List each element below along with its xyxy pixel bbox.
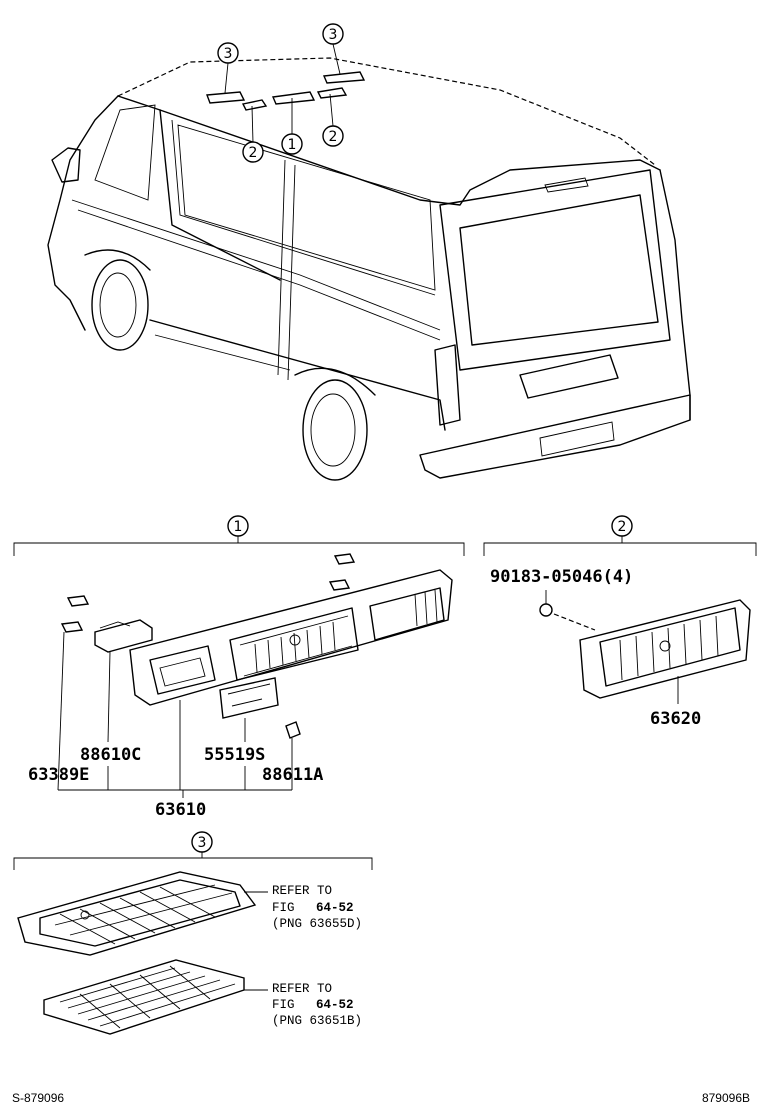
ref1-png: (PNG 63655D)	[272, 917, 362, 931]
van-illustration: 3 3 2 1 2	[47, 23, 691, 481]
part-number-88610C: 88610C	[80, 745, 141, 765]
clip-icon	[66, 595, 90, 607]
part-number-88611A: 88611A	[262, 765, 323, 785]
lamp-unit-icon	[94, 619, 153, 653]
part-number-90183-05046: 90183-05046(4)	[490, 567, 633, 587]
part-number-63620: 63620	[650, 709, 701, 729]
van-callout-3-right: 3	[329, 27, 338, 43]
van-callout-2-left: 2	[249, 145, 258, 161]
group-1-callout: 1	[234, 519, 243, 535]
ref2-fig-label: FIG	[272, 998, 295, 1012]
part-number-63389E: 63389E	[28, 765, 89, 785]
group-2-callout: 2	[618, 519, 627, 535]
label-plate-icon	[219, 677, 279, 719]
group-2-lamp: 2 90183-05046(4) 63620	[483, 515, 757, 729]
clip-icon	[333, 553, 356, 565]
ref1-fig-number: 64-52	[316, 901, 354, 915]
grille-cover-icon	[17, 871, 257, 956]
screw-icon	[539, 603, 553, 617]
van-callout-2-right: 2	[329, 129, 338, 145]
group-3-cover: 3 REFER TO FIG 64-52 (PNG 63655D) REFER …	[13, 831, 373, 1035]
ref2-refer-to: REFER TO	[272, 982, 332, 996]
footer-left-code: S-879096	[12, 1091, 64, 1105]
van-callout-1: 1	[288, 137, 297, 153]
group-1-console: 1	[13, 515, 465, 820]
clip-icon	[328, 579, 351, 591]
group-3-callout: 3	[198, 835, 207, 851]
part-number-63610: 63610	[155, 800, 206, 820]
ref1-fig-label: FIG	[272, 901, 295, 915]
grille-panel-icon	[43, 959, 245, 1035]
ref2-png: (PNG 63651B)	[272, 1014, 362, 1028]
clip-icon	[60, 621, 84, 633]
footer-right-code: 879096B	[702, 1091, 750, 1105]
ref1-refer-to: REFER TO	[272, 884, 332, 898]
van-callout-3-left: 3	[224, 46, 233, 62]
room-lamp-icon	[579, 599, 751, 699]
part-number-55519S: 55519S	[204, 745, 265, 765]
cap-icon	[285, 721, 301, 739]
ref2-fig-number: 64-52	[316, 998, 354, 1012]
